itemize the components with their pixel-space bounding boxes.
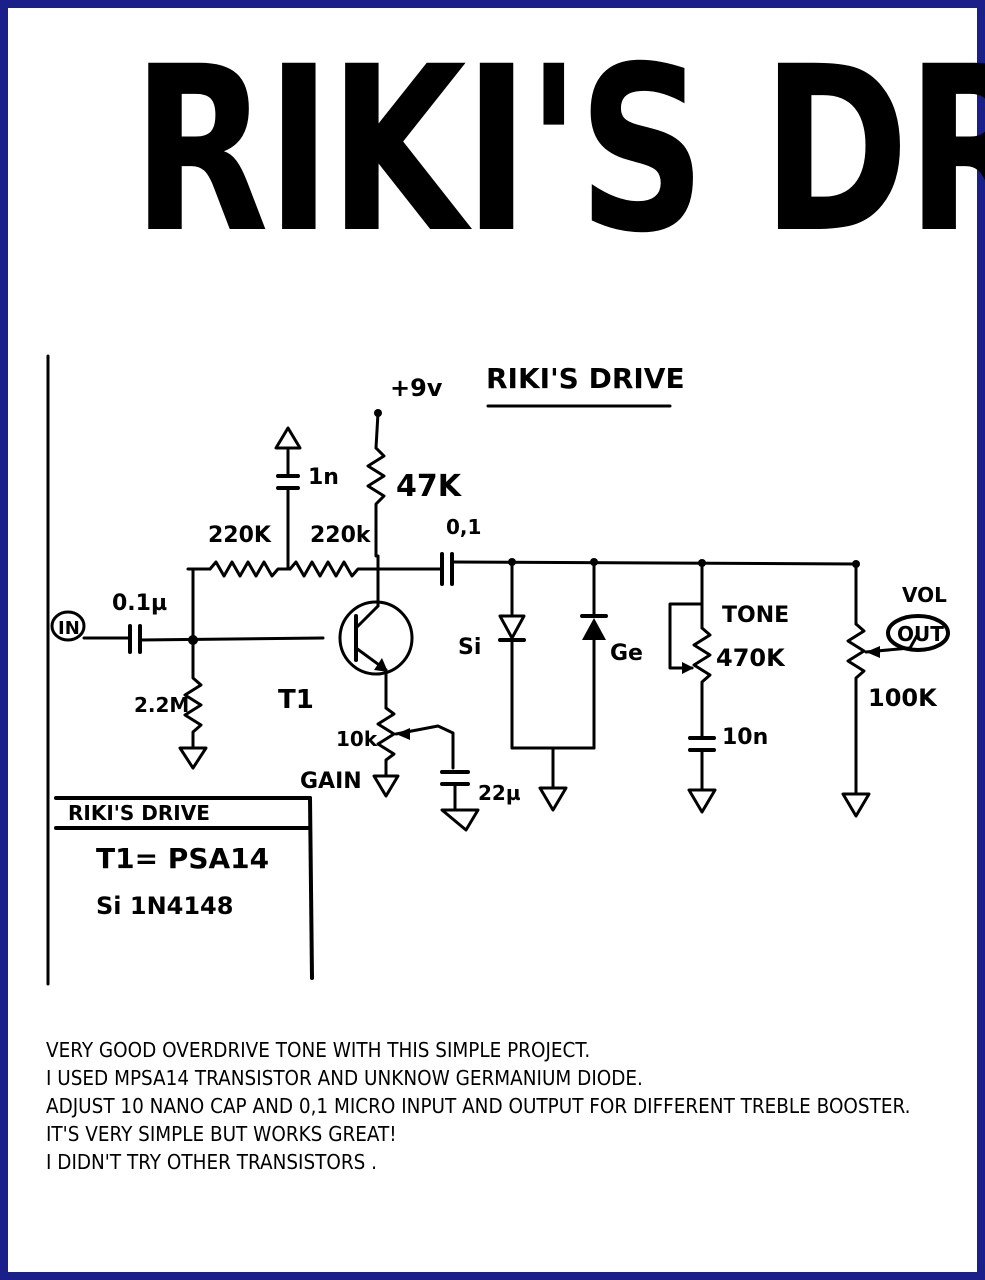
gain-pot	[376, 706, 396, 778]
output-bus	[450, 560, 858, 566]
base-wire	[138, 636, 325, 642]
circuit-schematic: RIKI'S DRIVE +9v 47K 220K 220k 1n IN 0.1…	[46, 354, 950, 986]
gain-pot-value: 10k	[336, 727, 378, 751]
parts-table-row-1: T1= PSA14	[96, 842, 269, 875]
output-jack	[886, 614, 950, 652]
tone-pot-name: TONE	[722, 603, 789, 628]
gain-pot-wiper	[394, 724, 455, 770]
note-line-4: IT'S VERY SIMPLE BUT WORKS GREAT!	[46, 1122, 397, 1146]
vol-pot	[846, 622, 866, 796]
gain-pot-name: GAIN	[300, 769, 362, 794]
input-jack	[50, 610, 86, 642]
collector-resistor-label: 47K	[396, 469, 463, 504]
feedback-resistor-1	[208, 560, 292, 578]
si-diode	[498, 614, 526, 640]
note-line-1: VERY GOOD OVERDRIVE TONE WITH THIS SIMPL…	[46, 1038, 591, 1062]
note-line-3: ADJUST 10 NANO CAP AND 0,1 MICRO INPUT A…	[46, 1094, 911, 1118]
parts-table-right	[308, 796, 314, 980]
transistor-label: T1	[278, 685, 314, 715]
filter-cap-label: 1n	[308, 465, 339, 490]
ground-symbol-emitter-cap	[440, 808, 480, 832]
feedback-resistor-2	[288, 560, 378, 578]
transistor-collector	[354, 604, 380, 630]
ge-diode	[582, 618, 606, 640]
vol-pot-name: VOL	[902, 583, 947, 607]
ge-diode-label: Ge	[610, 641, 643, 666]
tone-cap-label: 10n	[722, 725, 768, 750]
feedback-resistor-1-label: 220K	[208, 523, 272, 548]
input-label: IN	[58, 618, 80, 639]
output-label: OUT	[897, 622, 944, 646]
tone-pot-value: 470K	[716, 644, 786, 672]
transistor-body	[338, 600, 414, 676]
note-line-5: I DIDN'T TRY OTHER TRANSISTORS .	[46, 1150, 378, 1174]
feedback-resistor-2-label: 220k	[310, 523, 372, 548]
bias-resistor	[183, 638, 203, 750]
collector-resistor	[366, 446, 386, 558]
tone-pot-wiper	[668, 602, 704, 670]
ground-symbol-diodes	[538, 786, 568, 812]
supply-wire	[374, 411, 380, 450]
ground-symbol-vol	[841, 792, 871, 818]
input-cap-label: 0.1µ	[112, 591, 167, 616]
emitter-cap-label: 22µ	[478, 781, 521, 805]
ground-symbol-tone	[687, 788, 717, 814]
note-line-2: I USED MPSA14 TRANSISTOR AND UNKNOW GERM…	[46, 1066, 643, 1090]
supply-label: +9v	[390, 374, 443, 402]
tone-pot	[692, 626, 712, 730]
output-cap-label: 0,1	[446, 515, 481, 539]
ground-symbol-gain	[372, 774, 400, 798]
emitter-arrow	[374, 658, 388, 672]
parts-table-row-2: Si 1N4148	[96, 892, 233, 920]
project-notes: VERY GOOD OVERDRIVE TONE WITH THIS SIMPL…	[46, 1036, 911, 1176]
bias-resistor-label: 2.2M	[134, 693, 189, 717]
page-title: RIKI'S DRIVE	[131, 17, 985, 283]
vol-wiper-arrow	[866, 646, 880, 658]
ground-symbol-bias	[178, 746, 208, 770]
ground-symbol-filter	[274, 426, 302, 450]
tone-wiper-arrow	[682, 662, 694, 674]
parts-table-header: RIKI'S DRIVE	[68, 801, 210, 825]
gain-wiper-arrow	[396, 728, 410, 740]
vol-pot-value: 100K	[868, 684, 938, 712]
schematic-heading: RIKI'S DRIVE	[486, 362, 685, 395]
si-diode-label: Si	[458, 635, 481, 660]
